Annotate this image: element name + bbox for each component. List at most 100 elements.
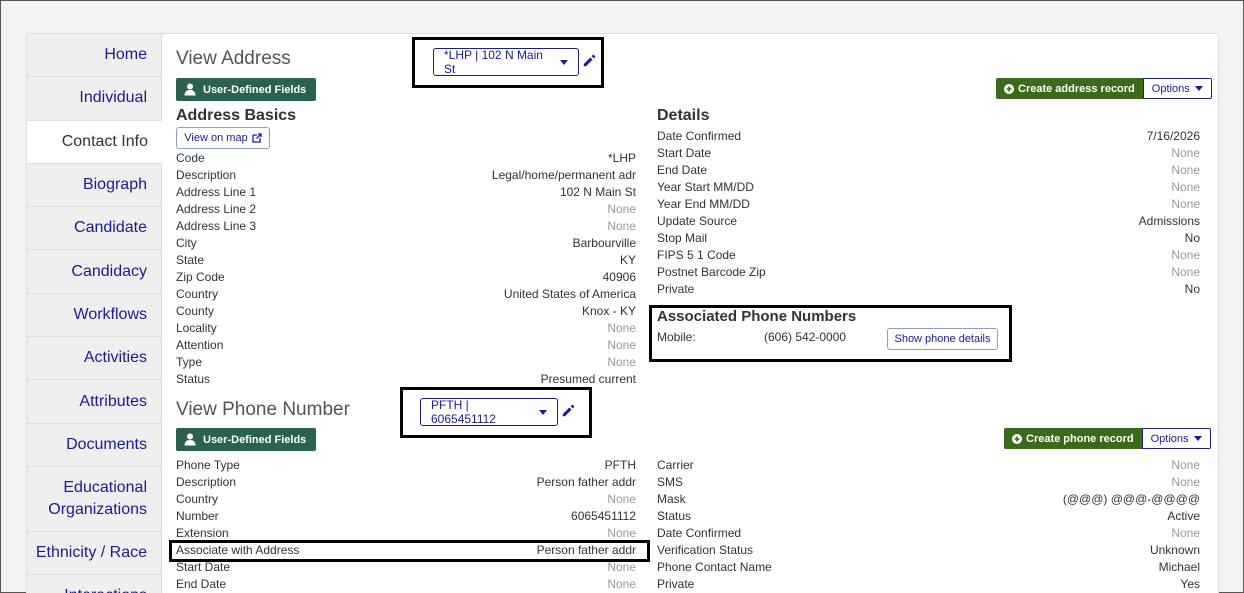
edit-pencil-icon[interactable] [582,54,596,68]
address-details-row: Update Source Admissions [657,213,1200,230]
chevron-down-icon [539,409,547,415]
phone-field-label: Date Confirmed [657,526,742,540]
sidebar-item-ethnicity-race[interactable]: Ethnicity / Race [27,532,161,576]
address-basics-label: Type [176,355,203,369]
phone-action-group: Create phone record Options [1004,428,1211,449]
address-details-title: Details [657,107,710,124]
phone-section-title: View Phone Number [176,399,350,420]
address-details-label: Year Start MM/DD [657,180,754,194]
address-basics-value: Presumed current [540,372,636,386]
sidebar-item-individual[interactable]: Individual [27,77,161,121]
phone-selector[interactable]: PFTH | 6065451112 [420,398,558,426]
phone-field-row: Verification Status Unknown [657,542,1200,559]
create-phone-label: Create phone record [1026,432,1134,445]
phone-field-value: None [1171,526,1200,540]
address-basics-value: None [607,321,636,335]
sidebar-item-interactions[interactable]: Interactions [27,575,161,593]
phone-field-value: Unknown [1149,543,1200,557]
address-details-value: None [1171,265,1200,279]
phone-field-row: Start Date None [176,559,636,576]
create-address-button[interactable]: Create address record [996,78,1143,99]
phone-udf-button[interactable]: User-Defined Fields [176,428,317,451]
address-basics-value: 102 N Main St [559,185,636,199]
phone-field-label: Start Date [176,560,231,574]
address-options-button[interactable]: Options [1142,78,1212,99]
address-selector[interactable]: *LHP | 102 N Main St [433,48,579,76]
address-details-value: None [1171,197,1200,211]
address-basics-value: Knox - KY [581,304,636,318]
address-details-value: None [1171,248,1200,262]
phone-field-label: Status [657,509,692,523]
sidebar-item-home[interactable]: Home [27,34,161,78]
create-phone-button[interactable]: Create phone record [1004,428,1142,449]
phone-field-value: None [1171,475,1200,489]
address-basics-label: Address Line 2 [176,202,257,216]
plus-circle-icon [1004,83,1014,94]
sidebar-item-workflows[interactable]: Workflows [27,294,161,338]
user-icon [184,433,196,446]
phone-field-value: 6065451112 [571,509,636,523]
highlight-phone-selector [400,387,592,438]
address-basics-title: Address Basics [176,107,297,124]
address-details-value: No [1184,231,1200,245]
address-basics-row: Locality None [176,320,636,337]
phone-field-label: Verification Status [657,543,754,557]
address-selector-label: *LHP | 102 N Main St [444,48,543,76]
address-details-value: None [1171,163,1200,177]
view-on-map-button[interactable]: View on map [176,127,270,149]
phone-field-label: Extension [176,526,229,540]
phone-field-label: End Date [176,577,227,591]
create-address-label: Create address record [1018,82,1135,95]
address-details-value: 7/16/2026 [1146,129,1200,143]
sidebar-item-documents[interactable]: Documents [27,424,161,467]
phone-field-row: Mask(@@@) @@@-@@@@ [657,491,1200,508]
show-phone-details-button[interactable]: Show phone details [887,328,998,350]
address-options-label: Options [1151,82,1190,95]
address-basics-label: Address Line 1 [176,185,257,199]
phone-options-label: Options [1150,432,1189,445]
address-details-value: Admissions [1138,214,1200,228]
address-details-value: None [1171,180,1200,194]
sidebar-item-candidacy[interactable]: Candidacy [27,250,161,294]
plus-circle-icon [1012,433,1022,444]
phone-field-value: (@@@) @@@-@@@@ [1062,492,1200,506]
sidebar-item-contact-info[interactable]: Contact Info [27,120,162,164]
phone-type-label: Mobile: [657,330,696,344]
phone-options-button[interactable]: Options [1141,428,1211,449]
address-basics-value: None [607,338,636,352]
address-details-row: Year End MM/DD None [657,196,1200,213]
sidebar-item-biograph[interactable]: Biograph [27,164,161,208]
sidebar-item-educational-organizations[interactable]: Educational Organizations [27,467,161,532]
address-details-label: Update Source [657,214,738,228]
address-details-value: No [1184,282,1200,296]
phone-field-label: Associate with Address [176,543,300,557]
address-basics-label: Locality [176,321,217,335]
address-udf-label: User-Defined Fields [203,83,307,96]
address-details-label: Year End MM/DD [657,197,750,211]
sidebar-item-activities[interactable]: Activities [27,337,161,381]
chevron-down-icon [1194,86,1203,91]
sidebar-nav: Home Individual Contact Info Biograph Ca… [27,34,162,593]
address-udf-button[interactable]: User-Defined Fields [176,78,317,101]
address-basics-label: Code [176,151,205,165]
phone-field-value: None [607,560,636,574]
sidebar-item-attributes[interactable]: Attributes [27,380,161,424]
address-details-row: Year Start MM/DD None [657,179,1200,196]
phone-field-value: None [607,577,636,591]
address-basics-value: *LHP [607,151,636,165]
sidebar-item-candidate[interactable]: Candidate [27,207,161,251]
edit-pencil-icon[interactable] [561,404,575,418]
address-basics-value: None [607,202,636,216]
chevron-down-icon [560,59,568,65]
